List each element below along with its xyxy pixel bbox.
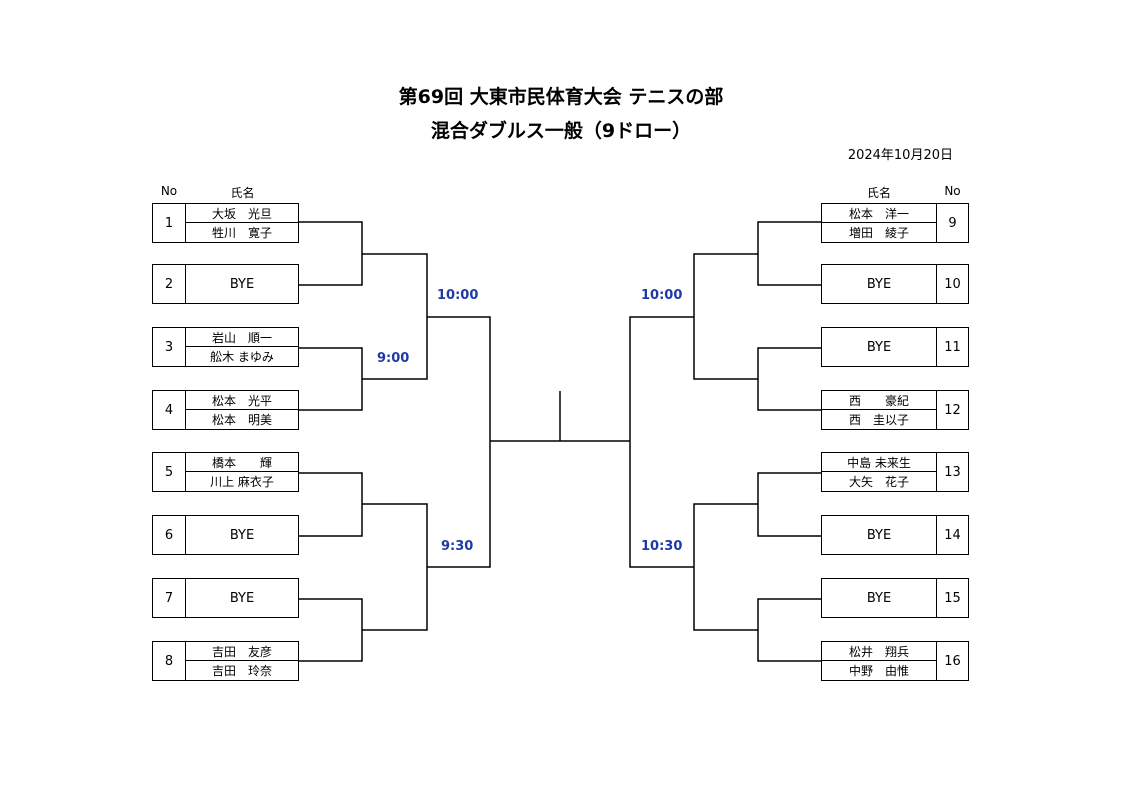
player-name: 増田 綾子 bbox=[848, 226, 909, 240]
bracket-line bbox=[299, 598, 363, 662]
bracket-line bbox=[299, 472, 363, 537]
player-name: 大坂 光旦 bbox=[186, 204, 298, 223]
team-entry: 吉田 友彦吉田 玲奈 bbox=[185, 641, 299, 681]
player-name: 牲川 寛子 bbox=[211, 226, 272, 240]
player-name: 松本 光平 bbox=[186, 391, 298, 410]
team-entry: 大坂 光旦牲川 寛子 bbox=[185, 203, 299, 243]
entry-number: 13 bbox=[936, 452, 969, 492]
match-time: 9:00 bbox=[377, 351, 410, 366]
bye-slot: BYE bbox=[821, 578, 937, 618]
right-no-header: No bbox=[944, 184, 961, 198]
bye-slot: BYE bbox=[821, 264, 937, 304]
player-name: 吉田 玲奈 bbox=[211, 664, 272, 678]
bye-slot: BYE bbox=[185, 515, 299, 555]
bracket-line bbox=[427, 316, 491, 568]
bracket-line bbox=[757, 221, 821, 286]
bracket-line bbox=[757, 347, 821, 411]
bye-slot: BYE bbox=[185, 578, 299, 618]
match-time: 9:30 bbox=[441, 539, 474, 554]
player-name: 橋本 輝 bbox=[186, 453, 298, 472]
bye-slot: BYE bbox=[185, 264, 299, 304]
team-entry: 橋本 輝川上 麻衣子 bbox=[185, 452, 299, 492]
player-name: 西 圭以子 bbox=[848, 413, 909, 427]
team-entry: 松本 洋一増田 綾子 bbox=[821, 203, 937, 243]
left-name-header: 氏名 bbox=[230, 186, 255, 200]
event-date: 2024年10月20日 bbox=[847, 148, 953, 163]
player-name: 松井 翔兵 bbox=[822, 642, 936, 661]
entry-number: 11 bbox=[936, 327, 969, 367]
team-entry: 松本 光平松本 明美 bbox=[185, 390, 299, 430]
match-time: 10:30 bbox=[641, 539, 683, 554]
page-title: 第69回 大東市民体育大会 テニスの部 bbox=[398, 86, 724, 108]
match-time: 10:00 bbox=[641, 288, 683, 303]
player-name: 川上 麻衣子 bbox=[210, 475, 274, 489]
left-no-header: No bbox=[160, 184, 178, 198]
bracket-line bbox=[299, 221, 363, 286]
entry-number: 9 bbox=[936, 203, 969, 243]
entry-number: 3 bbox=[152, 327, 186, 367]
player-name: 岩山 順一 bbox=[186, 328, 298, 347]
entry-number: 12 bbox=[936, 390, 969, 430]
bracket-line bbox=[757, 472, 821, 537]
entry-number: 4 bbox=[152, 390, 186, 430]
bye-slot: BYE bbox=[821, 327, 937, 367]
entry-number: 15 bbox=[936, 578, 969, 618]
player-name: 中島 未来生 bbox=[822, 453, 936, 472]
player-name: 中野 由惟 bbox=[848, 664, 909, 678]
entry-number: 8 bbox=[152, 641, 186, 681]
bracket-line bbox=[362, 503, 428, 631]
bracket-line bbox=[629, 316, 694, 568]
entry-number: 10 bbox=[936, 264, 969, 304]
player-name: 西 豪紀 bbox=[822, 391, 936, 410]
player-name: 松本 洋一 bbox=[822, 204, 936, 223]
bracket-line bbox=[693, 253, 758, 380]
entry-number: 16 bbox=[936, 641, 969, 681]
bye-slot: BYE bbox=[821, 515, 937, 555]
bracket-line bbox=[757, 598, 821, 662]
right-name-header: 氏名 bbox=[866, 186, 891, 200]
team-entry: 西 豪紀西 圭以子 bbox=[821, 390, 937, 430]
player-name: 吉田 友彦 bbox=[186, 642, 298, 661]
team-entry: 岩山 順一舩木 まゆみ bbox=[185, 327, 299, 367]
player-name: 松本 明美 bbox=[211, 413, 272, 427]
page-subtitle: 混合ダブルス一般（9ドロー） bbox=[430, 120, 692, 142]
bracket-line bbox=[693, 503, 758, 631]
team-entry: 松井 翔兵中野 由惟 bbox=[821, 641, 937, 681]
player-name: 大矢 花子 bbox=[848, 475, 909, 489]
entry-number: 1 bbox=[152, 203, 186, 243]
team-entry: 中島 未来生大矢 花子 bbox=[821, 452, 937, 492]
player-name: 舩木 まゆみ bbox=[210, 350, 274, 364]
bracket-line bbox=[299, 347, 363, 411]
entry-number: 2 bbox=[152, 264, 186, 304]
entry-number: 5 bbox=[152, 452, 186, 492]
match-time: 10:00 bbox=[437, 288, 479, 303]
